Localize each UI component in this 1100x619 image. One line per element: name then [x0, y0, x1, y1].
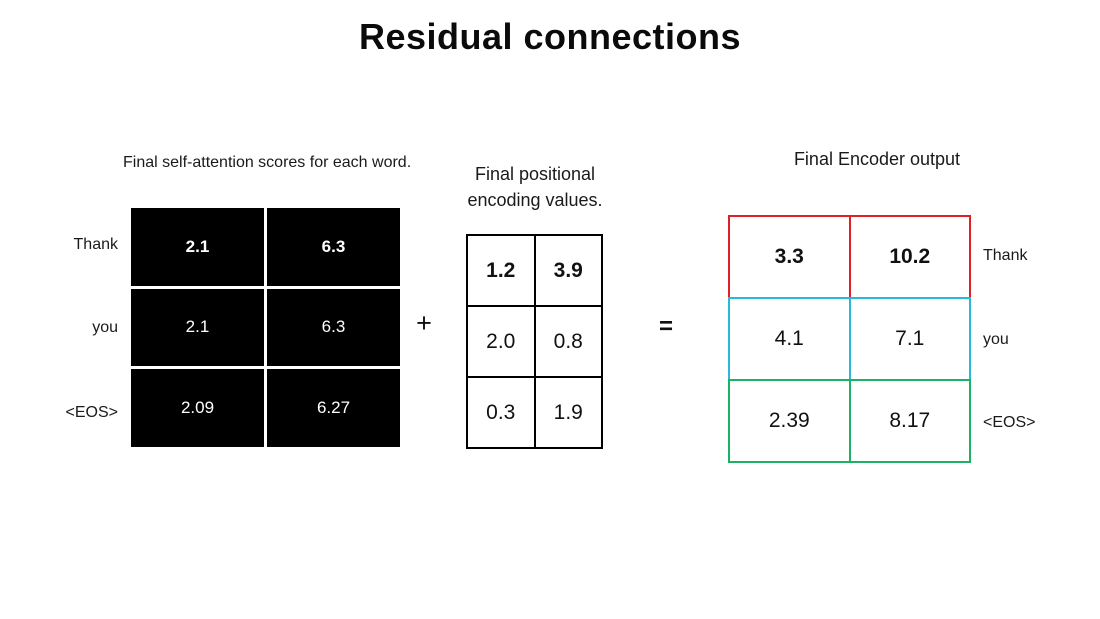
output-row-thank: 3.3 10.2: [728, 215, 971, 299]
matrix-cell: 2.1: [131, 288, 264, 367]
row-label-you: you: [983, 331, 1009, 348]
matrix-cell: 3.3: [728, 215, 851, 299]
row-label-you: you: [92, 319, 118, 336]
plus-operator: +: [416, 308, 432, 338]
matrix-cell: 0.8: [535, 307, 601, 376]
positional-matrix: 1.2 3.9 2.0 0.8 0.3 1.9: [466, 234, 603, 449]
matrix-cell: 1.2: [468, 236, 534, 305]
row-label-thank: Thank: [73, 236, 118, 253]
matrix-cell: 4.1: [728, 297, 851, 381]
output-row-eos: 2.39 8.17: [728, 379, 971, 463]
matrix-cell: 2.09: [131, 369, 264, 447]
output-caption: Final Encoder output: [793, 149, 961, 169]
matrix-cell: 1.9: [535, 378, 601, 447]
matrix-cell: 6.3: [267, 208, 400, 286]
row-label-eos: <EOS>: [983, 414, 1036, 431]
row-label-thank: Thank: [983, 247, 1028, 264]
matrix-cell: 2.0: [468, 307, 534, 376]
matrix-cell: 10.2: [848, 215, 971, 299]
row-label-eos: <EOS>: [65, 404, 118, 421]
output-row-you: 4.1 7.1: [728, 297, 971, 381]
positional-caption: Final positional encoding values.: [467, 164, 603, 211]
matrix-cell: 3.9: [535, 236, 601, 305]
matrix-cell: 6.27: [267, 369, 400, 447]
matrix-cell: 2.39: [728, 379, 851, 463]
matrix-cell: 7.1: [848, 297, 971, 381]
matrix-cell: 6.3: [267, 288, 400, 367]
matrix-cell: 2.1: [131, 208, 264, 286]
attention-matrix: 2.1 6.3 2.1 6.3 2.09 6.27: [131, 208, 400, 447]
equals-operator: =: [658, 313, 673, 340]
diagram-title: Residual connections: [358, 16, 742, 57]
encoder-output-matrix: 3.3 10.2 4.1 7.1 2.39 8.17: [728, 215, 971, 463]
attention-caption: Final self-attention scores for each wor…: [123, 154, 412, 171]
matrix-cell: 8.17: [848, 379, 971, 463]
matrix-cell: 0.3: [468, 378, 534, 447]
